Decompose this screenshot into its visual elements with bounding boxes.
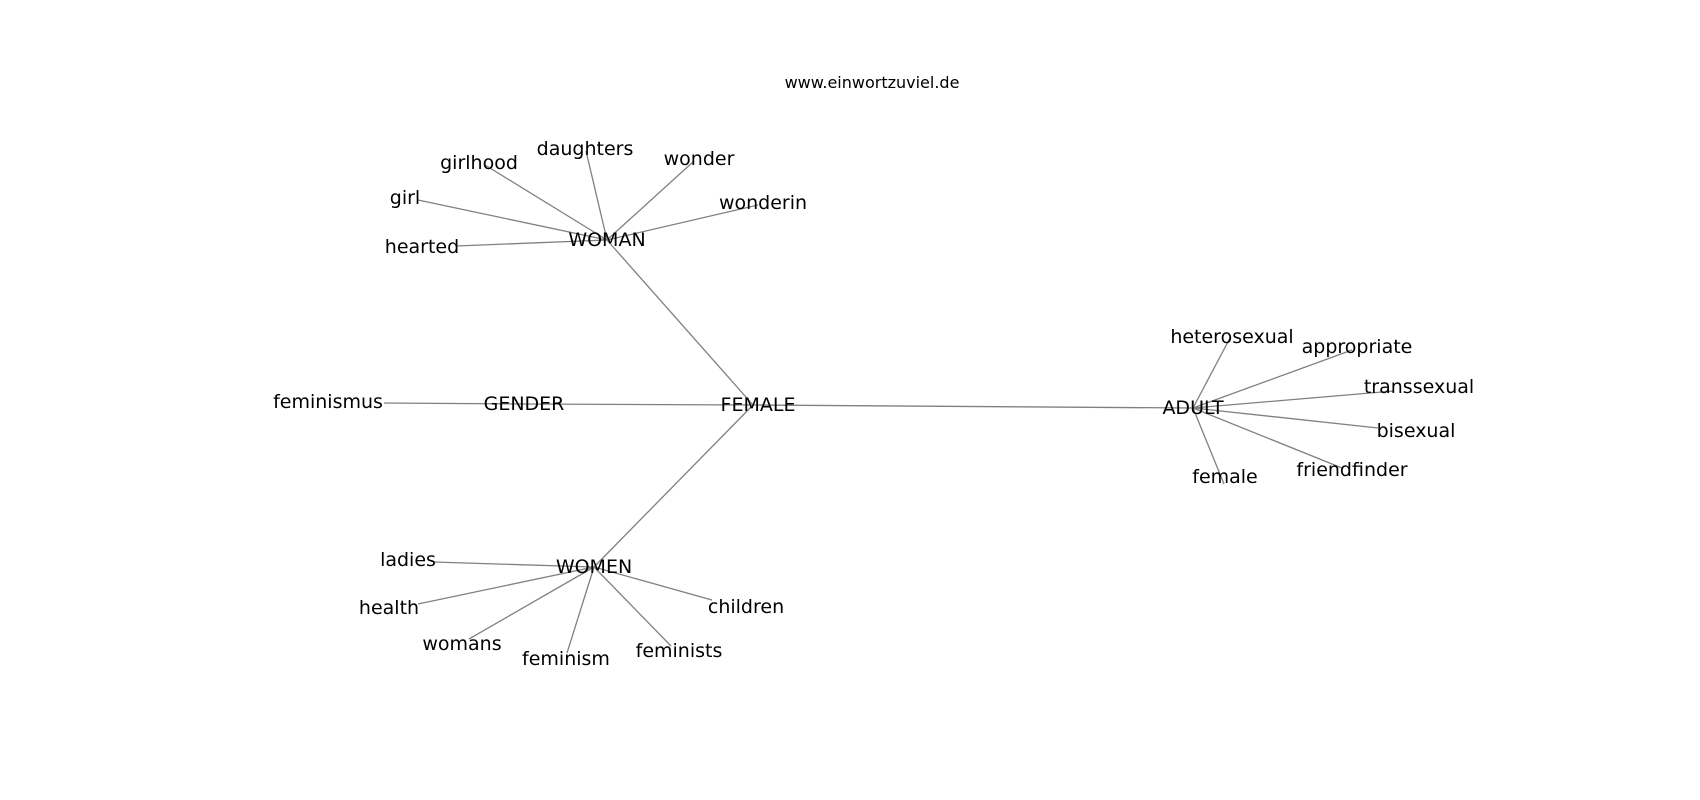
edge-adult-bisexual: [1192, 407, 1379, 429]
node-label-ladies: ladies: [380, 549, 436, 571]
node-label-daughters: daughters: [537, 138, 634, 160]
edge-women-feminism: [566, 566, 595, 654]
edge-women-health: [417, 566, 595, 605]
edge-woman-girl: [417, 199, 608, 241]
node-label-heterosexual: heterosexual: [1170, 326, 1293, 348]
edge-gender-feminismus: [383, 402, 525, 405]
node-label-appropriate: appropriate: [1302, 336, 1413, 358]
node-label-girlhood: girlhood: [440, 152, 518, 174]
node-label-feminismus: feminismus: [273, 391, 383, 413]
node-label-wonder: wonder: [664, 148, 735, 170]
edge-adult-transsexual: [1192, 390, 1395, 409]
edge-adult-friendfinder: [1192, 407, 1343, 469]
edges-layer: [383, 150, 1395, 654]
edge-adult-heterosexual: [1192, 337, 1231, 409]
node-label-female: FEMALE: [721, 394, 796, 416]
node-label-wonderin: wonderin: [719, 192, 807, 214]
edge-women-ladies: [432, 561, 595, 568]
node-label-friendfinder: friendfinder: [1296, 459, 1407, 481]
nodes-layer: FEMALE WOMAN GENDER WOMEN ADULT girlhood daugh…: [273, 138, 1474, 670]
node-label-womans: womans: [422, 633, 501, 655]
node-label-children: children: [708, 596, 784, 618]
edge-woman-hearted: [455, 239, 608, 247]
edge-women-feminists: [593, 566, 672, 647]
edge-women-children: [593, 566, 713, 601]
node-label-health: health: [359, 597, 419, 619]
edge-female-gender: [523, 403, 754, 406]
node-label-adult: ADULT: [1162, 397, 1224, 419]
node-label-gender: GENDER: [484, 393, 565, 415]
node-label-feminism: feminism: [522, 648, 610, 670]
edge-women-womans: [468, 566, 595, 640]
edge-woman-girlhood: [484, 164, 608, 241]
node-label-woman: WOMAN: [568, 229, 645, 251]
edge-adult-appropriate: [1192, 349, 1353, 409]
node-label-feminists: feminists: [636, 640, 723, 662]
watermark-url: www.einwortzuviel.de: [785, 73, 960, 92]
edge-female-women: [593, 404, 754, 568]
node-label-girl: girl: [390, 187, 420, 209]
edge-woman-daughters: [585, 150, 608, 241]
edge-female-woman: [606, 239, 754, 406]
node-label-female: female: [1192, 466, 1258, 488]
edge-woman-wonder: [606, 160, 695, 241]
edge-female-adult: [752, 404, 1194, 409]
edge-adult-female: [1192, 407, 1225, 485]
node-label-women: WOMEN: [556, 556, 632, 578]
node-label-transsexual: transsexual: [1364, 376, 1474, 398]
node-label-hearted: hearted: [385, 236, 459, 258]
edge-woman-wonderin: [606, 204, 759, 241]
node-label-bisexual: bisexual: [1377, 420, 1456, 442]
